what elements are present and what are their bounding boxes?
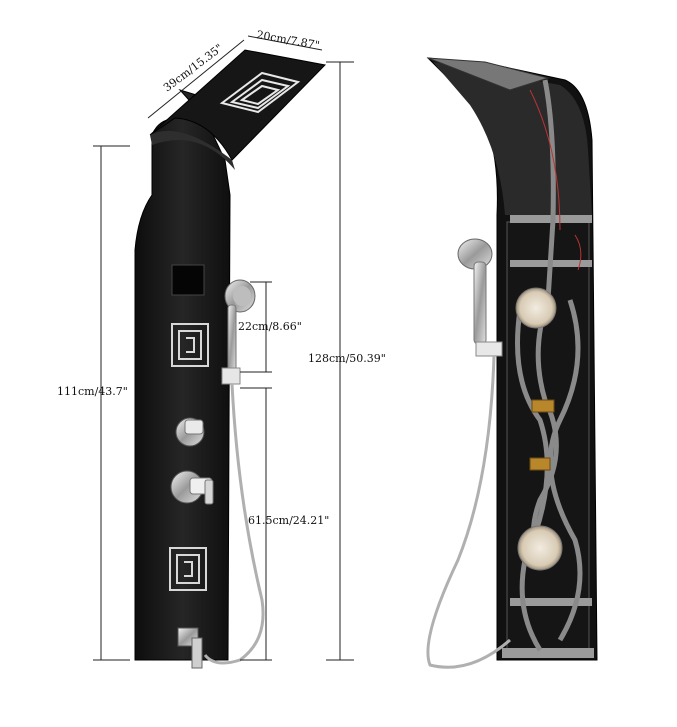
brass-valve [531,399,555,413]
lower-height-label: 61.5cm/24.21" [248,514,329,527]
front-panel [134,49,327,669]
temperature-display [171,264,205,296]
tub-spout [177,627,203,669]
width-label: 20cm/7.87" [255,28,320,52]
total-height-label: 128cm/50.39" [308,352,386,365]
shower-hose-rear [426,355,511,669]
head-height-label: 22cm/8.66" [238,320,302,333]
pressure-gauge-lower [517,525,563,571]
diverter-knob[interactable] [175,417,205,447]
hand-shower [221,279,256,385]
pressure-gauge-upper [515,287,557,329]
panel-height-label: 111cm/43.7" [57,385,128,398]
massage-jet-icon-lower [169,547,207,591]
massage-jet-icon [171,323,209,367]
shower-hose [203,383,265,665]
rain-shower-icon [219,71,301,114]
dimension-lines [93,35,354,661]
hand-shower-rear [457,238,503,357]
mixer-knob[interactable] [170,470,214,505]
rear-panel [426,57,598,669]
brass-valve-lower [529,457,551,471]
